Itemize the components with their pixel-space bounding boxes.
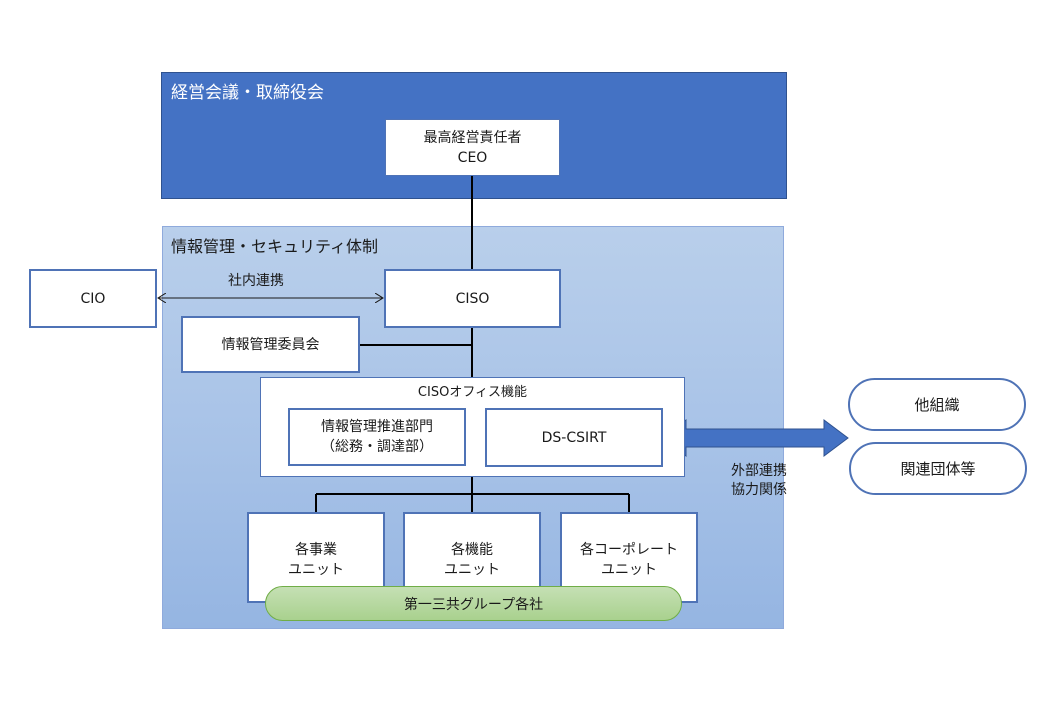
csirt-box: DS-CSIRT [485,408,663,467]
group-companies-bar: 第一三共グループ各社 [265,586,682,621]
promotion-dept-label: 情報管理推進部門 [321,419,433,435]
committee-box: 情報管理委員会 [181,316,360,373]
unit-label: 各事業 [295,542,337,558]
unit-label: 各コーポレート [580,542,678,558]
unit-sublabel: ユニット [601,562,657,578]
ceo-label: CEO [457,149,488,166]
group-companies-label: 第一三共グループ各社 [403,596,544,613]
ciso-office-title: CISOオフィス機能 [417,385,528,400]
cio-box: CIO [29,269,157,328]
unit-label: 各機能 [451,542,493,558]
ceo-title: 最高経営責任者 [423,129,522,146]
board-title: 経営会議・取締役会 [171,83,324,103]
ciso-box: CISO [384,269,561,328]
related-org-box: 関連団体等 [849,442,1027,495]
ceo-box: 最高経営責任者 CEO [385,119,560,176]
promotion-dept-box: 情報管理推進部門 （総務・調達部） [288,408,466,466]
unit-sublabel: ユニット [288,562,344,578]
committee-label: 情報管理委員会 [221,336,320,353]
cio-label: CIO [80,290,106,307]
unit-sublabel: ユニット [444,562,500,578]
external-link-line2: 協力関係 [731,482,787,498]
external-link-label: 外部連携 協力関係 [731,462,787,500]
ciso-label: CISO [455,290,490,307]
external-org-box: 他組織 [848,378,1026,431]
external-org-label: 他組織 [914,396,960,414]
csirt-label: DS-CSIRT [541,429,607,446]
internal-link-label: 社内連携 [228,273,284,289]
security-title: 情報管理・セキュリティ体制 [171,237,379,256]
promotion-dept-sub: （総務・調達部） [321,439,433,455]
related-org-label: 関連団体等 [900,460,976,478]
external-double-arrow [661,419,849,457]
external-link-line1: 外部連携 [731,463,787,479]
